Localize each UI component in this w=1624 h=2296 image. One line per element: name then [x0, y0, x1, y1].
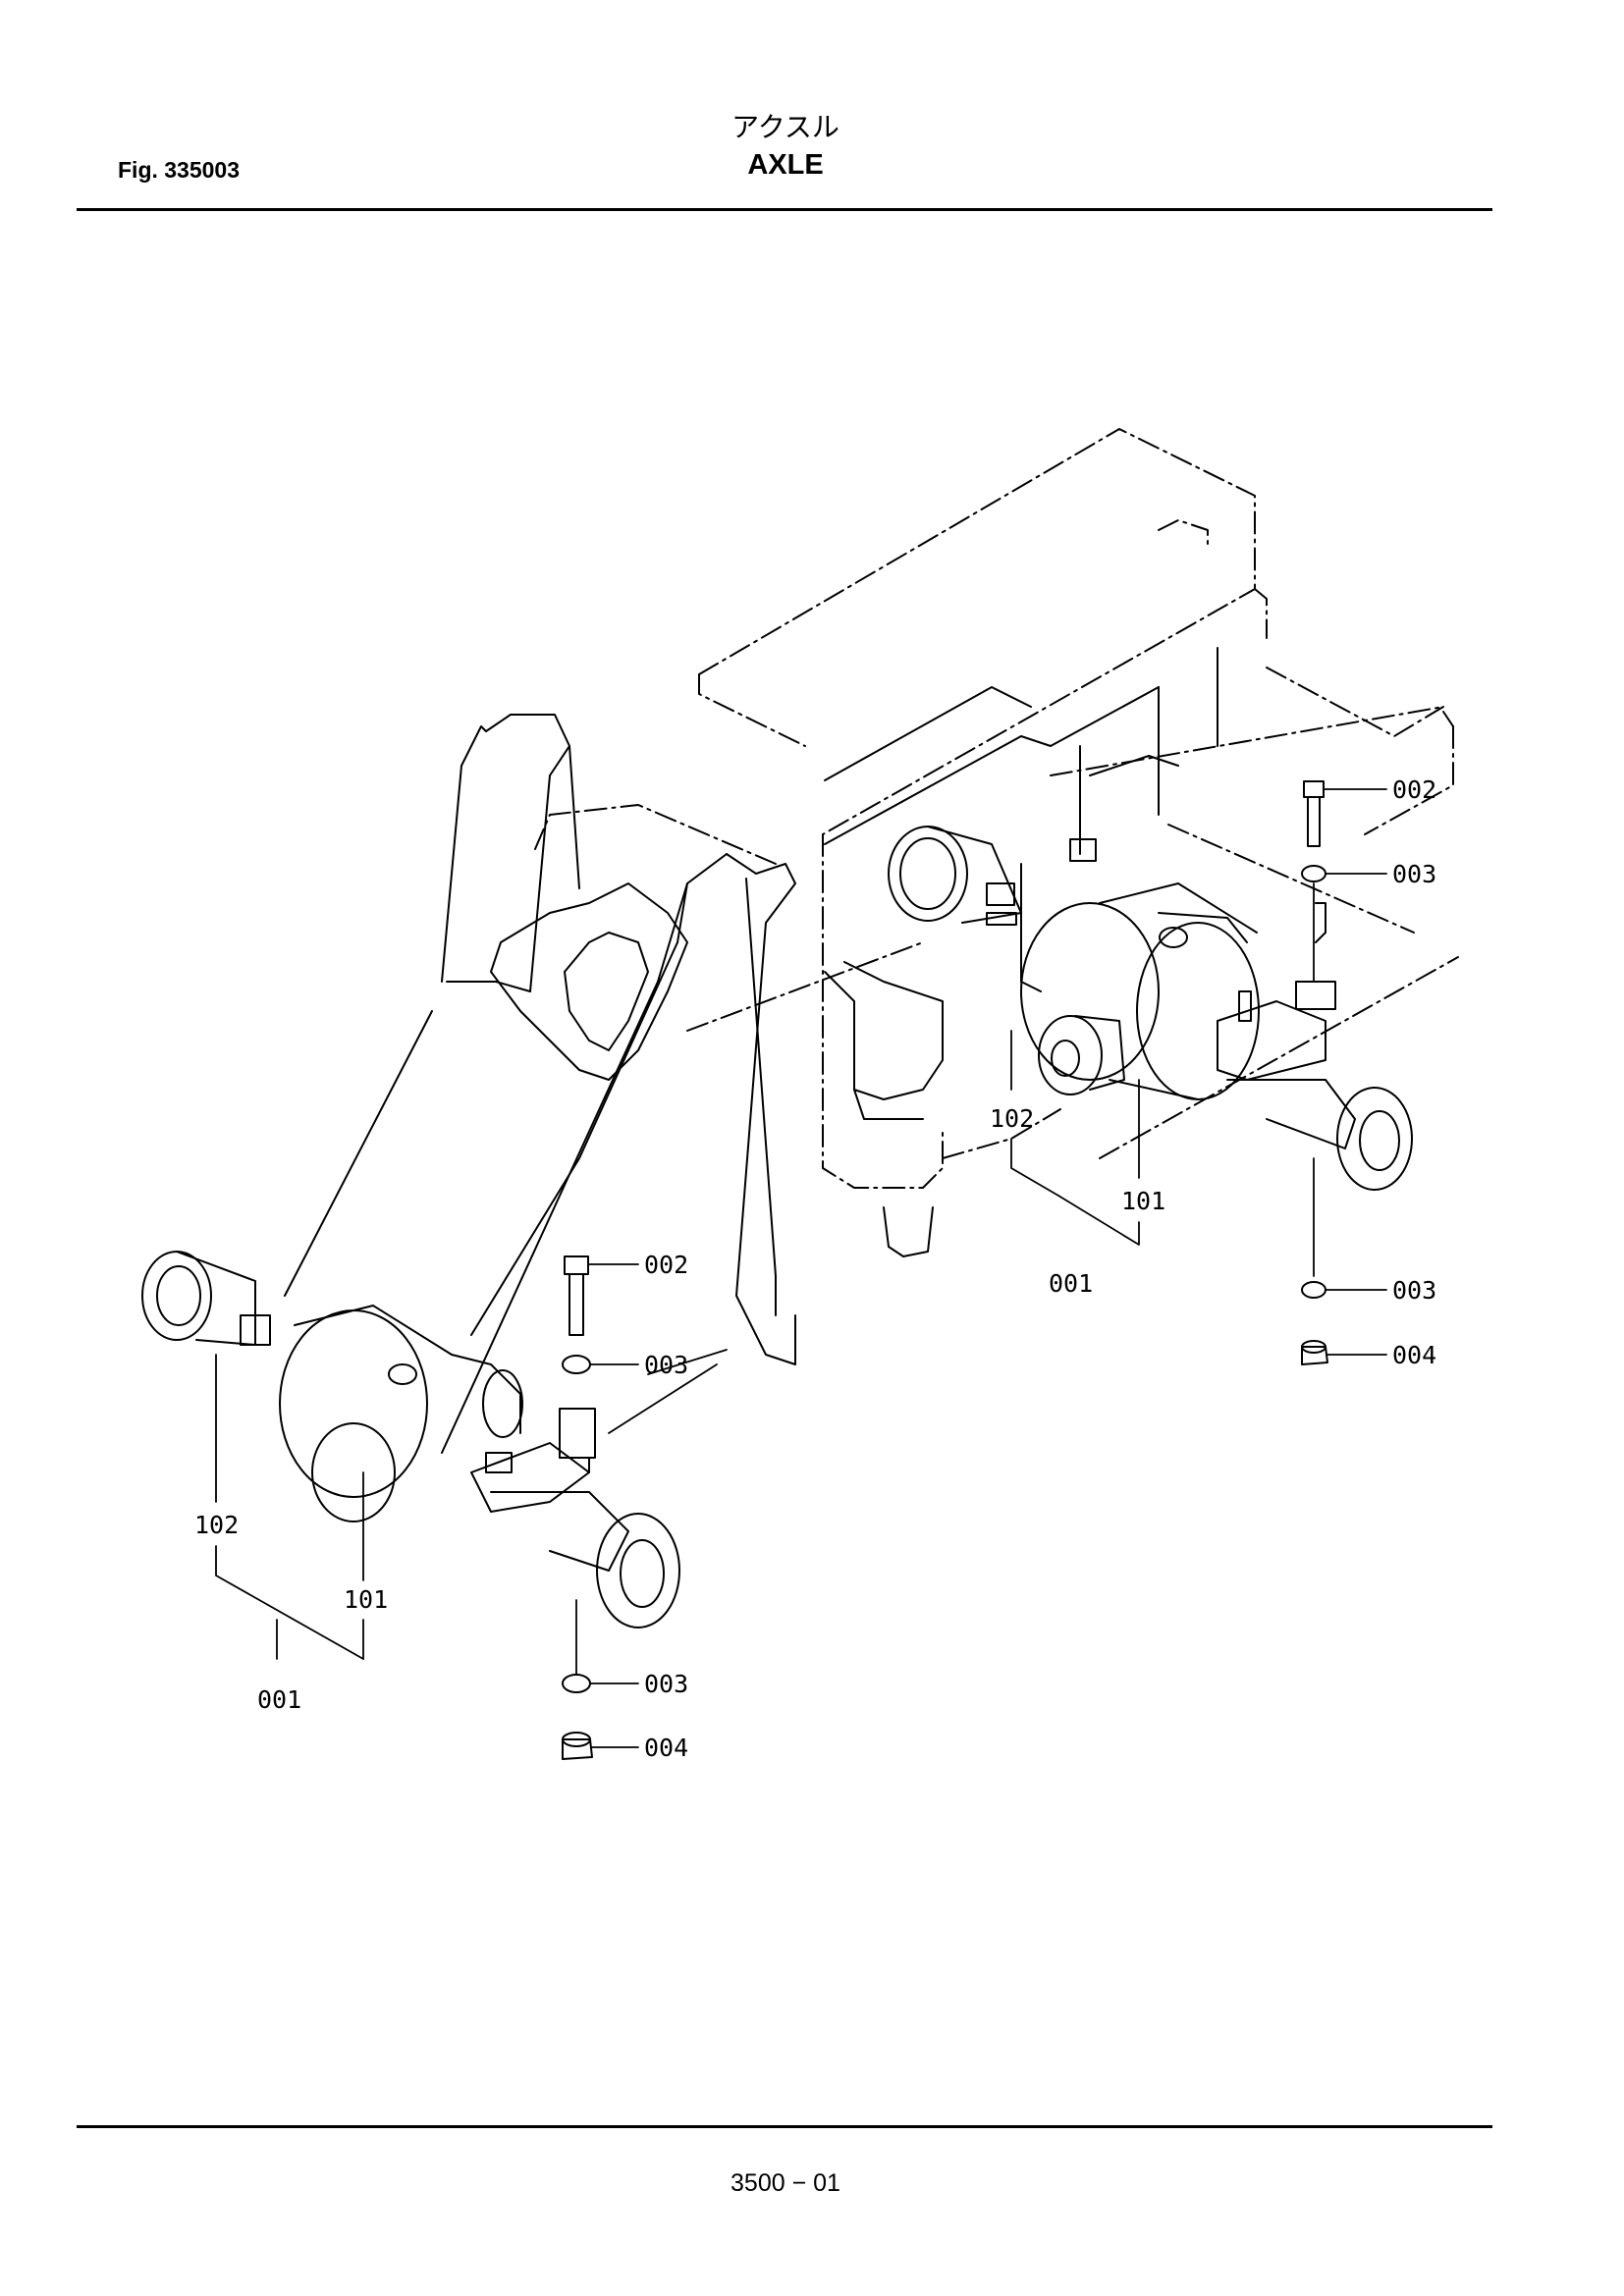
- leader-lines: [215, 788, 1387, 1748]
- callout-left-101: 101: [344, 1585, 388, 1614]
- upper-frame: [534, 428, 1459, 1189]
- callout-left-001: 001: [257, 1685, 301, 1714]
- left-fasteners: [562, 1255, 593, 1760]
- callout-left-102: 102: [194, 1511, 239, 1539]
- callout-right-004: 004: [1392, 1341, 1436, 1369]
- left-boom-arm: [284, 714, 796, 1454]
- right-fasteners: [1301, 780, 1328, 1365]
- rear-axle-assembly: [888, 826, 1413, 1191]
- callout-left-002: 002: [644, 1251, 688, 1279]
- callout-right-101: 101: [1121, 1187, 1165, 1215]
- right-washer-003-lower: [1301, 1281, 1326, 1299]
- left-nut-004: [562, 1738, 593, 1760]
- footer-divider: [77, 2125, 1492, 2128]
- callout-right-003-upper: 003: [1392, 860, 1436, 888]
- callout-right-102: 102: [990, 1104, 1034, 1133]
- left-bolt-002: [564, 1255, 589, 1275]
- left-washer-003-lower: [562, 1674, 591, 1693]
- callout-right-001: 001: [1049, 1269, 1093, 1298]
- callout-left-004: 004: [644, 1734, 688, 1762]
- right-nut-004: [1301, 1346, 1328, 1365]
- front-axle-assembly: [141, 1251, 680, 1629]
- right-bolt-002: [1303, 780, 1325, 798]
- header-divider: [77, 208, 1492, 211]
- page-title-japanese: アクスル: [731, 111, 839, 143]
- right-washer-003-upper: [1301, 865, 1326, 882]
- figure-number: Fig. 335003: [118, 157, 241, 183]
- page-title: AXLE: [747, 149, 824, 181]
- callout-left-003-upper: 003: [644, 1351, 688, 1379]
- callout-right-003-lower: 003: [1392, 1276, 1436, 1305]
- callout-left-003-lower: 003: [644, 1670, 688, 1698]
- page-number: 3500 − 01: [731, 2169, 840, 2197]
- left-washer-003-upper: [562, 1355, 591, 1374]
- frame-details: [824, 647, 1218, 1257]
- callout-right-002: 002: [1392, 775, 1436, 804]
